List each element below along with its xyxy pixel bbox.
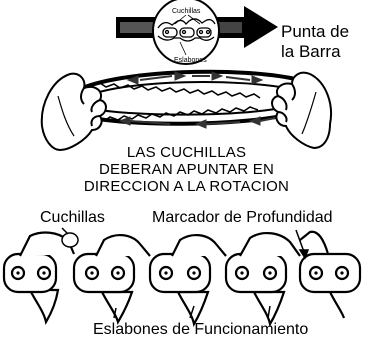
warning-line1: LAS CUCHILLAS [126,144,247,161]
chain-detail [2,230,362,328]
warning-line2: DEBERAN APUNTAR EN [98,161,275,178]
magnifier-inset: Cuchillas Eslabones [152,0,220,65]
punta-label-line1: Punta de [281,22,350,41]
top-chain-arrows [126,71,264,85]
cutter-callout [61,227,79,248]
drive-links-label: Eslabones de Funcionamiento [93,321,309,338]
right-hand [271,71,332,150]
depth-gauge-label: Marcador de Profundidad [152,209,333,226]
inset-cuchillas-label: Cuchillas [172,8,201,15]
warning-line3: DIRECCION A LA ROTACION [83,178,290,195]
inset-eslabones-label: Eslabones [174,57,207,64]
left-hand [40,72,107,152]
punta-label-line2: la Barra [281,42,341,61]
cutters-label: Cuchillas [40,209,105,226]
depth-gauge-callout [295,229,310,260]
drive-link-callouts [113,305,271,319]
